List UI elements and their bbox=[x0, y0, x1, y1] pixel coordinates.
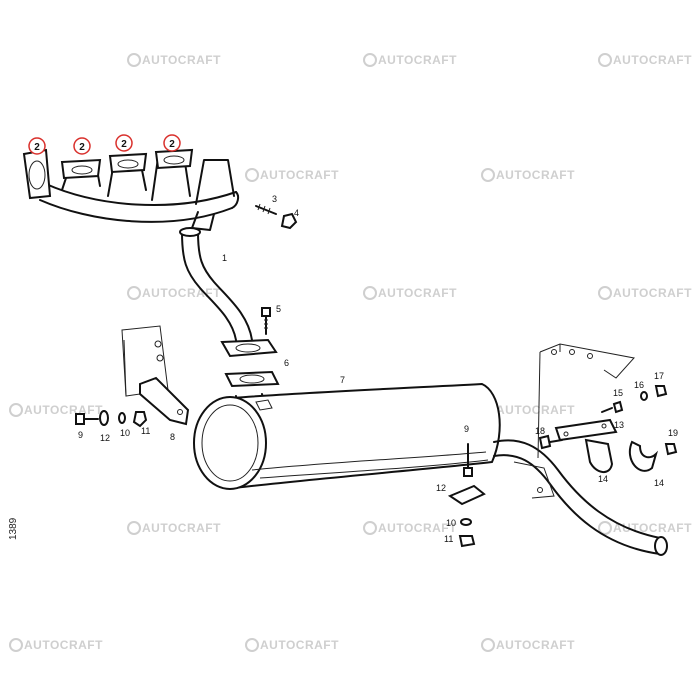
washer-part-10-mid bbox=[460, 518, 472, 526]
tail-pipe bbox=[493, 439, 668, 556]
label-13: 13 bbox=[614, 420, 624, 430]
label-7: 7 bbox=[340, 375, 345, 385]
bolt-part-9 bbox=[75, 413, 99, 425]
watermarks: AUTOCRAFT AUTOCRAFT AUTOCRAFT AUTOCRAFT … bbox=[9, 53, 692, 652]
label-1: 1 bbox=[222, 253, 227, 263]
svg-text:AUTOCRAFT: AUTOCRAFT bbox=[142, 53, 221, 67]
svg-text:AUTOCRAFT: AUTOCRAFT bbox=[378, 53, 457, 67]
label-5: 5 bbox=[276, 304, 281, 314]
watermark: AUTOCRAFT bbox=[9, 403, 103, 417]
bracket-part-8 bbox=[139, 376, 190, 426]
svg-text:AUTOCRAFT: AUTOCRAFT bbox=[378, 286, 457, 300]
svg-text:AUTOCRAFT: AUTOCRAFT bbox=[613, 521, 692, 535]
svg-text:AUTOCRAFT: AUTOCRAFT bbox=[496, 168, 575, 182]
bolt-part-15 bbox=[601, 400, 624, 414]
svg-text:2: 2 bbox=[169, 139, 175, 150]
svg-text:2: 2 bbox=[34, 142, 40, 153]
label-14-a: 14 bbox=[598, 474, 608, 484]
callout-part-2: 2 bbox=[73, 137, 91, 155]
svg-text:2: 2 bbox=[79, 142, 85, 153]
svg-text:AUTOCRAFT: AUTOCRAFT bbox=[260, 168, 339, 182]
nut-part-11 bbox=[132, 411, 148, 428]
label-18: 18 bbox=[535, 426, 545, 436]
hardware-middle bbox=[447, 443, 486, 548]
diagram-code: 1389 bbox=[8, 517, 19, 540]
watermark: AUTOCRAFT bbox=[598, 521, 692, 535]
nut-part-11-mid bbox=[458, 535, 476, 548]
silencer-part-7 bbox=[193, 382, 501, 490]
stud-part-3 bbox=[255, 203, 277, 215]
label-11-mid: 11 bbox=[444, 534, 453, 544]
label-12-mid: 12 bbox=[436, 483, 446, 493]
washer-part-10 bbox=[118, 412, 126, 424]
svg-text:AUTOCRAFT: AUTOCRAFT bbox=[142, 521, 221, 535]
label-14-b: 14 bbox=[654, 478, 664, 488]
label-15: 15 bbox=[613, 388, 623, 398]
nut-part-17 bbox=[654, 385, 668, 398]
hanger-part-14 bbox=[629, 440, 659, 472]
watermark: AUTOCRAFT bbox=[363, 286, 457, 300]
bracket-part-12-mid bbox=[447, 484, 486, 506]
callout-circles: 2 2 2 2 bbox=[28, 134, 181, 155]
label-3: 3 bbox=[272, 194, 277, 204]
label-4: 4 bbox=[294, 208, 299, 218]
watermark: AUTOCRAFT bbox=[245, 168, 339, 182]
watermark: AUTOCRAFT bbox=[481, 168, 575, 182]
label-16: 16 bbox=[634, 380, 644, 390]
label-6: 6 bbox=[284, 358, 289, 368]
svg-text:AUTOCRAFT: AUTOCRAFT bbox=[613, 286, 692, 300]
callout-part-2: 2 bbox=[115, 134, 133, 152]
svg-text:AUTOCRAFT: AUTOCRAFT bbox=[378, 521, 457, 535]
flange-part-6 bbox=[220, 338, 280, 407]
hardware-left bbox=[75, 410, 148, 428]
svg-text:AUTOCRAFT: AUTOCRAFT bbox=[260, 638, 339, 652]
svg-text:AUTOCRAFT: AUTOCRAFT bbox=[24, 403, 103, 417]
label-10-left: 10 bbox=[120, 428, 130, 438]
watermark: AUTOCRAFT bbox=[363, 53, 457, 67]
svg-text:AUTOCRAFT: AUTOCRAFT bbox=[613, 53, 692, 67]
exhaust-manifold bbox=[22, 148, 240, 231]
floor-outline-right bbox=[513, 461, 555, 499]
washer-part-16 bbox=[640, 391, 648, 401]
bolt-part-18 bbox=[538, 434, 563, 450]
label-12-left: 12 bbox=[100, 433, 110, 443]
label-17: 17 bbox=[654, 371, 664, 381]
label-9-left: 9 bbox=[78, 430, 83, 440]
body-panel-right bbox=[537, 343, 635, 459]
watermark: AUTOCRAFT bbox=[9, 638, 103, 652]
label-8: 8 bbox=[170, 432, 175, 442]
nut-part-4 bbox=[280, 212, 298, 230]
part-labels: 1 3 4 5 6 7 8 9 12 10 11 9 12 10 11 13 1… bbox=[78, 194, 678, 544]
svg-text:2: 2 bbox=[121, 139, 127, 150]
svg-text:AUTOCRAFT: AUTOCRAFT bbox=[496, 638, 575, 652]
watermark: AUTOCRAFT bbox=[481, 638, 575, 652]
label-19: 19 bbox=[668, 428, 678, 438]
watermark: AUTOCRAFT bbox=[127, 521, 221, 535]
label-10-mid: 10 bbox=[446, 518, 456, 528]
label-9-mid: 9 bbox=[464, 424, 469, 434]
watermark: AUTOCRAFT bbox=[598, 53, 692, 67]
bracket-part-13 bbox=[554, 418, 618, 442]
bolt-part-5 bbox=[261, 307, 271, 335]
svg-text:AUTOCRAFT: AUTOCRAFT bbox=[24, 638, 103, 652]
callout-part-2: 2 bbox=[28, 137, 46, 155]
bolt-part-9-mid bbox=[463, 443, 473, 477]
watermark: AUTOCRAFT bbox=[363, 521, 457, 535]
hanger-part-14 bbox=[584, 438, 614, 473]
nut-part-19 bbox=[664, 443, 678, 456]
watermark: AUTOCRAFT bbox=[598, 286, 692, 300]
washer-part-12 bbox=[99, 410, 109, 426]
hardware-right bbox=[538, 385, 678, 456]
watermark: AUTOCRAFT bbox=[127, 286, 221, 300]
callout-part-2: 2 bbox=[163, 134, 181, 152]
watermark: AUTOCRAFT bbox=[245, 638, 339, 652]
svg-text:AUTOCRAFT: AUTOCRAFT bbox=[496, 403, 575, 417]
front-pipe-part-1 bbox=[179, 227, 253, 341]
label-11-left: 11 bbox=[141, 426, 150, 436]
watermark: AUTOCRAFT bbox=[127, 53, 221, 67]
